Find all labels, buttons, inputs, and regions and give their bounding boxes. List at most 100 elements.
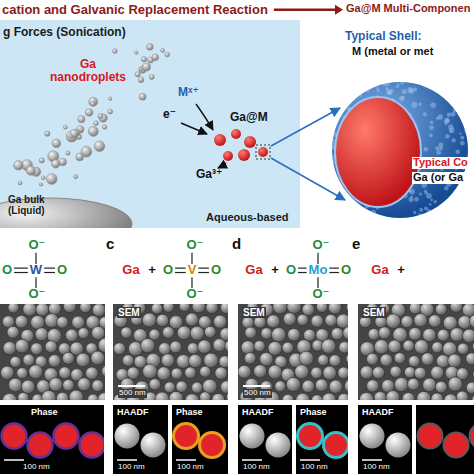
sem-tile: SEM: [358, 304, 474, 400]
reduction-arrow: [196, 104, 213, 130]
shell-grain: [429, 134, 433, 138]
shell-grain: [450, 201, 455, 206]
sem-particle: [472, 340, 474, 353]
shell-grain: [341, 193, 345, 197]
sem-particle: [450, 304, 462, 312]
double-bond: [14, 268, 28, 269]
ion-label: Mˣ⁺: [178, 86, 199, 99]
sem-particle: [149, 379, 161, 391]
sem-image: [0, 304, 105, 400]
gallium-nanodroplet: [142, 63, 150, 71]
nanoparticle: [174, 424, 199, 449]
sem-particle: [368, 329, 380, 341]
sem-tile: SEM500 nm: [238, 304, 348, 400]
double-bond: [44, 272, 55, 273]
sem-particle: [238, 365, 251, 378]
sem-particle: [450, 328, 464, 342]
shell-grain: [410, 196, 413, 199]
shell-grain: [344, 199, 349, 204]
double-bond: [198, 272, 209, 273]
shell-grain: [359, 94, 362, 97]
sem-particle: [23, 304, 37, 316]
formula-atom: O⁻: [29, 238, 46, 252]
sem-particle: [432, 342, 443, 353]
nanoparticle: [324, 433, 349, 458]
reaction-panel: g Forces (Sonication)Aqueous-based: [0, 20, 300, 228]
sem-particle: [329, 380, 342, 393]
nanoparticle: [115, 424, 140, 449]
gallium-nanodroplet: [39, 183, 42, 186]
sem-particle: [417, 391, 431, 400]
sem-particle: [155, 392, 169, 400]
scale-label: 500 nm: [118, 389, 147, 398]
nanoparticle: [200, 433, 225, 458]
sem-particle: [311, 395, 323, 400]
ga-at-m-particle: [238, 149, 250, 161]
sem-particle: [198, 340, 212, 354]
process-arrowhead: [335, 5, 343, 15]
sem-particle: [414, 367, 426, 379]
sem-particle: [331, 328, 343, 340]
shell-grain: [452, 89, 455, 92]
sem-particle: [414, 340, 428, 354]
shell-grain: [430, 87, 433, 90]
sem-particle: [339, 342, 348, 354]
shell-grain: [457, 210, 461, 214]
medium-label: Aqueous-based: [206, 211, 289, 223]
sem-particle: [204, 326, 216, 338]
gallium-nanodroplet: [78, 116, 85, 123]
shell-grain: [459, 203, 465, 209]
shell-grain: [452, 214, 458, 220]
nanoparticle: [80, 433, 105, 458]
shell-grain: [400, 81, 404, 85]
sem-particle: [57, 316, 69, 328]
phase-tile: Phase100 nm: [0, 405, 104, 474]
sem-particle: [86, 367, 99, 380]
nanoparticle: [141, 433, 166, 458]
shell-grain: [340, 107, 343, 110]
shell-grain: [377, 89, 380, 92]
sem-particle: [192, 304, 205, 313]
sem-particle: [329, 355, 341, 367]
sem-particle: [304, 329, 316, 341]
shell-grain: [439, 147, 443, 151]
sem-particle: [325, 314, 337, 326]
sem-particle: [190, 326, 204, 340]
shell-grain: [354, 214, 357, 217]
sem-particle: [42, 390, 56, 400]
sem-particle: [66, 329, 79, 342]
ga-at-m-particle: [214, 134, 226, 146]
gallium-nanodroplet: [39, 158, 44, 163]
shell-grain: [344, 100, 349, 105]
sem-particle: [98, 393, 105, 401]
sem-particle: [328, 304, 341, 314]
sem-particle: [302, 304, 314, 316]
sem-particle: [360, 366, 373, 379]
sem-particle: [378, 327, 390, 339]
panel-letter: d: [232, 236, 241, 252]
sem-particle: [302, 380, 315, 393]
shell-grain: [371, 210, 376, 215]
shell-texture: [330, 80, 469, 219]
sem-particle: [163, 304, 174, 312]
scale-bar: [300, 459, 320, 461]
sem-particle: [456, 391, 468, 400]
sem-particle: [444, 394, 458, 400]
sem-particle: [318, 355, 329, 366]
sem-particle: [374, 340, 388, 354]
sem-particle: [254, 365, 267, 378]
sem-particle: [282, 342, 293, 353]
gallium-nanodroplet: [98, 114, 103, 119]
microscopy-image: [113, 405, 168, 474]
double-bond: [175, 272, 186, 273]
shell-grain: [435, 146, 440, 151]
scale-label: 100 nm: [176, 463, 205, 472]
haadf-tile: HAADF100 nm: [113, 405, 168, 474]
ga-at-m-particle: [244, 136, 256, 148]
shell-grain: [430, 198, 433, 201]
sem-particle: [149, 329, 160, 340]
shell-grain: [459, 133, 461, 135]
microscopy-image: [238, 405, 292, 474]
sem-particle: [448, 377, 462, 391]
gallium-nanodroplet: [135, 51, 139, 55]
